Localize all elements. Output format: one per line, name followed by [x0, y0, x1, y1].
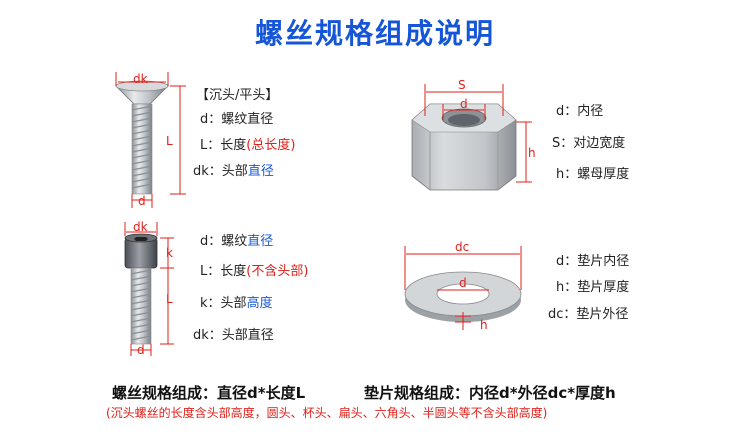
- nut-s-key: S: [552, 136, 561, 151]
- countersunk-l-line: L：长度(总长度): [200, 134, 295, 153]
- countersunk-d-sep: ：: [208, 112, 222, 127]
- socket-l-key: L: [200, 264, 208, 279]
- countersunk-d-line: d：螺纹直径: [200, 108, 273, 127]
- washer-dimension-lines: [404, 246, 522, 330]
- nut-s-desc: ：对边宽度: [560, 136, 626, 151]
- washer-h-key: h: [556, 280, 565, 295]
- socket-dk-sep: ：: [208, 328, 222, 343]
- socket-dk-key: dk: [193, 328, 209, 343]
- socket-screw-image: [124, 233, 158, 345]
- socket-k-key: k: [200, 296, 208, 311]
- nut-s-line: S：对边宽度: [552, 132, 625, 151]
- socket-l-sep: ：: [207, 264, 221, 279]
- dim-dk-socket: dk: [133, 220, 148, 234]
- countersunk-dk-desc2: 直径: [247, 164, 274, 179]
- socket-k-sep: ：: [207, 296, 221, 311]
- dim-dk-countersunk: dk: [133, 72, 148, 86]
- nut-d-line: d：内径: [556, 100, 603, 119]
- dim-d-washer: d: [459, 276, 467, 290]
- socket-d-desc2: 直径: [247, 234, 274, 249]
- nut-h-desc: ：螺母厚度: [564, 167, 630, 182]
- countersunk-l-sep: ：: [207, 138, 221, 153]
- nut-d-key: d: [556, 104, 565, 119]
- washer-d-key: d: [556, 254, 565, 269]
- socket-d-desc1: 螺纹: [221, 234, 248, 249]
- footnote: (沉头螺丝的长度含头部高度，圆头、杯头、扁头、六角头、半圆头等不含头部高度): [106, 406, 548, 420]
- socket-k-desc1: 头部: [220, 296, 247, 311]
- nut-h-line: h：螺母厚度: [556, 163, 629, 182]
- countersunk-l-note: (总长度): [246, 138, 296, 153]
- dim-l-countersunk: L: [166, 134, 173, 148]
- dim-dc-washer: dc: [455, 240, 470, 254]
- washer-image: [404, 271, 522, 322]
- washer-dc-key: dc: [548, 307, 564, 322]
- countersunk-dk-key: dk: [193, 164, 209, 179]
- nut-h-key: h: [556, 167, 565, 182]
- washer-spec-formula: 垫片规格组成：内径d*外径dc*厚度h: [364, 384, 616, 402]
- socket-d-sep: ：: [208, 234, 222, 249]
- dim-s-nut: S: [458, 78, 466, 92]
- countersunk-dk-sep: ：: [208, 164, 222, 179]
- countersunk-dimension-lines: [115, 72, 186, 208]
- socket-k-desc2: 高度: [246, 296, 273, 311]
- hex-nut-image: [411, 103, 517, 191]
- page-title: 螺丝规格组成说明: [254, 17, 495, 50]
- washer-h-line: h：垫片厚度: [556, 276, 629, 295]
- dim-h-nut: h: [528, 146, 536, 160]
- countersunk-dk-line: dk：头部直径: [193, 160, 274, 179]
- washer-dc-line: dc：垫片外径: [548, 303, 628, 322]
- socket-d-line: d：螺纹直径: [200, 230, 273, 249]
- washer-d-line: d：垫片内径: [556, 250, 629, 269]
- socket-l-line: L：长度(不含头部): [200, 260, 308, 279]
- dim-d-socket: d: [137, 343, 145, 357]
- countersunk-d-key: d: [200, 112, 209, 127]
- nut-dimension-lines: [424, 84, 532, 183]
- dim-l-socket: L: [166, 292, 173, 306]
- socket-dimension-lines: [124, 222, 174, 356]
- countersunk-header: 【沉头/平头】: [196, 88, 279, 103]
- countersunk-screw-image: [115, 80, 169, 195]
- socket-k-line: k：头部高度: [200, 292, 273, 311]
- washer-dc-desc: ：垫片外径: [563, 307, 629, 322]
- washer-h-desc: ：垫片厚度: [564, 280, 630, 295]
- screw-spec-formula: 螺丝规格组成：直径d*长度L: [112, 384, 306, 402]
- countersunk-l-desc: 长度: [220, 138, 247, 153]
- countersunk-d-desc: 螺纹直径: [221, 112, 274, 127]
- socket-l-desc: 长度: [220, 264, 247, 279]
- dim-d-countersunk: d: [138, 194, 146, 208]
- countersunk-dk-desc1: 头部: [221, 164, 248, 179]
- socket-d-key: d: [200, 234, 209, 249]
- socket-dk-line: dk：头部直径: [193, 324, 274, 343]
- dim-d-nut: d: [460, 97, 468, 111]
- dim-h-washer: h: [480, 318, 488, 332]
- washer-d-desc: ：垫片内径: [564, 254, 630, 269]
- socket-l-note: (不含头部): [246, 264, 309, 279]
- nut-d-desc: ：内径: [564, 104, 604, 119]
- socket-dk-desc: 头部直径: [221, 328, 274, 343]
- countersunk-l-key: L: [200, 138, 208, 153]
- dim-k-socket: k: [166, 246, 173, 260]
